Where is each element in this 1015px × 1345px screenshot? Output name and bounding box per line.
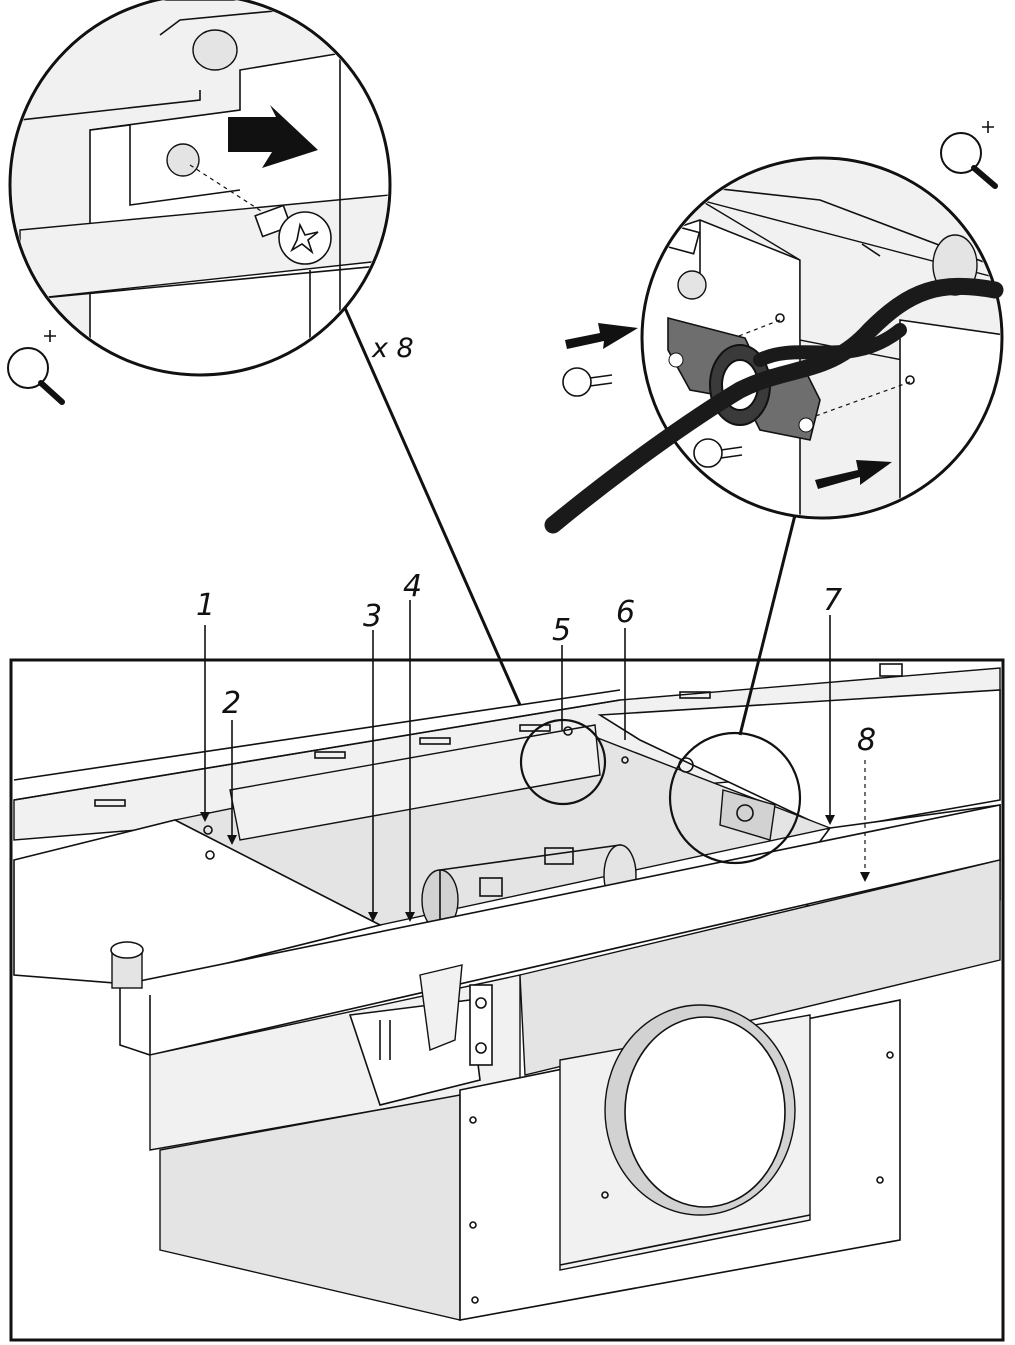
callout-6: 6 <box>616 595 635 630</box>
front-bracket <box>348 964 493 1106</box>
callout-leaders <box>200 600 870 922</box>
power-cable <box>544 277 1004 534</box>
magnifier-plus-icon <box>940 121 998 189</box>
callout-4: 4 <box>403 569 422 604</box>
focus-circle-5 <box>519 718 607 806</box>
callout-3: 3 <box>363 599 382 634</box>
callout-7: 7 <box>823 583 842 618</box>
callout-5: 5 <box>552 613 571 648</box>
blower-motor <box>421 844 637 931</box>
star-screw <box>254 204 332 265</box>
knob <box>110 941 144 989</box>
gasket-mount-main <box>719 789 776 841</box>
push-arrow-icon <box>228 105 318 168</box>
main-illustration <box>13 663 1001 1321</box>
callout-8: 8 <box>857 723 876 758</box>
callout-1: 1 <box>196 588 215 623</box>
magnifier-plus-icon <box>7 330 65 405</box>
gasket-screw-lower <box>693 438 743 468</box>
push-arrow-icon <box>565 323 638 349</box>
leader-left-detail <box>343 307 522 706</box>
push-arrow-icon <box>815 460 892 489</box>
detail-zoom-cable-gasket <box>544 156 1004 534</box>
duct-outlet <box>559 1004 811 1271</box>
leader-right-detail <box>738 514 797 736</box>
detail-zoom-screw <box>8 0 392 377</box>
callout-2: 2 <box>222 686 241 721</box>
focus-circle-gasket <box>668 731 802 865</box>
screw-quantity-label: x 8 <box>371 333 414 364</box>
gasket-screw-upper <box>562 367 613 397</box>
